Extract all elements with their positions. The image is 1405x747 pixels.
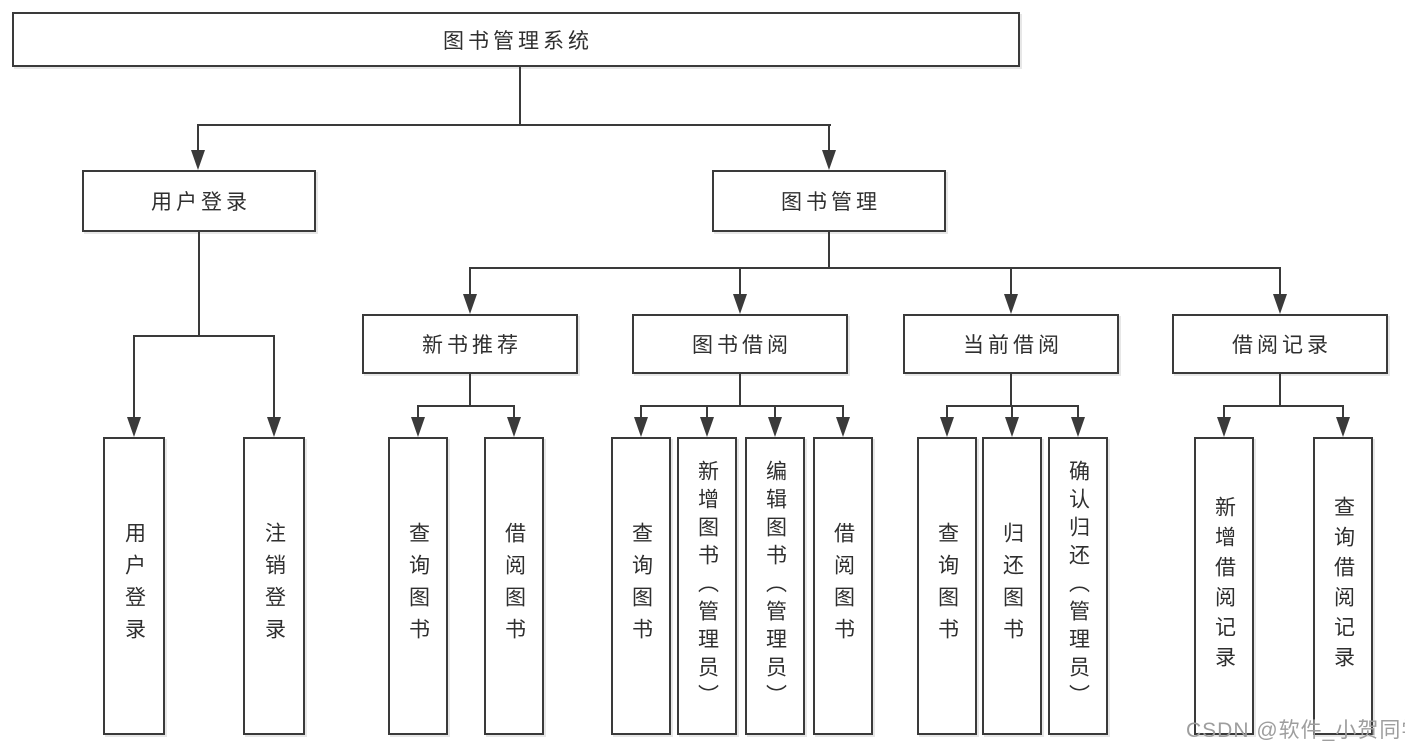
node-borrow-record: 借阅记录 <box>1172 314 1388 374</box>
node-leaf-confirm-return: 确认归还（管理员） <box>1048 437 1108 735</box>
arrow-to-leaf-query-book-2 <box>634 406 648 437</box>
arrow-to-borrow-record <box>1273 268 1287 314</box>
connector-user-login-stem <box>198 232 200 336</box>
node-leaf-query-book-1-label: 查询图书 <box>406 522 430 650</box>
node-leaf-query-book-1: 查询图书 <box>388 437 448 735</box>
node-leaf-edit-book-label: 编辑图书（管理员） <box>763 460 787 712</box>
node-leaf-query-book-2: 查询图书 <box>611 437 671 735</box>
node-leaf-user-login: 用户登录 <box>103 437 165 735</box>
node-leaf-edit-book: 编辑图书（管理员） <box>745 437 805 735</box>
arrow-to-current-borrow <box>1004 268 1018 314</box>
node-leaf-query-borrow-record-label: 查询借阅记录 <box>1331 496 1355 676</box>
arrow-to-book-borrow <box>733 268 747 314</box>
node-leaf-query-book-3-label: 查询图书 <box>935 522 959 650</box>
arrow-to-leaf-borrow-book-1 <box>507 406 521 437</box>
connector-root-bar <box>197 124 831 126</box>
node-book-management-label: 图书管理 <box>781 191 881 214</box>
arrow-to-leaf-logout <box>267 336 281 437</box>
watermark: CSDN @软件_小贺同学 <box>1186 719 1405 742</box>
connector-book-borrow-bar <box>640 405 844 407</box>
connector-new-book-recommend-stem <box>469 374 471 406</box>
connector-new-book-recommend-bar <box>417 405 515 407</box>
node-leaf-return-book: 归还图书 <box>982 437 1042 735</box>
node-new-book-recommend: 新书推荐 <box>362 314 578 374</box>
node-new-book-recommend-label: 新书推荐 <box>422 334 522 357</box>
node-leaf-add-borrow-record: 新增借阅记录 <box>1194 437 1254 735</box>
arrow-to-leaf-return-book <box>1005 406 1019 437</box>
node-leaf-confirm-return-label: 确认归还（管理员） <box>1066 460 1090 712</box>
node-leaf-add-borrow-record-label: 新增借阅记录 <box>1212 496 1236 676</box>
arrow-to-leaf-edit-book <box>768 406 782 437</box>
node-leaf-query-borrow-record: 查询借阅记录 <box>1313 437 1373 735</box>
node-root: 图书管理系统 <box>12 12 1020 67</box>
arrow-to-leaf-confirm-return <box>1071 406 1085 437</box>
node-leaf-logout: 注销登录 <box>243 437 305 735</box>
arrow-to-leaf-user-login <box>127 336 141 437</box>
node-leaf-query-book-2-label: 查询图书 <box>629 522 653 650</box>
node-book-borrow: 图书借阅 <box>632 314 848 374</box>
arrow-to-leaf-add-book <box>700 406 714 437</box>
node-leaf-return-book-label: 归还图书 <box>1000 522 1024 650</box>
node-book-borrow-label: 图书借阅 <box>692 334 792 357</box>
arrow-to-leaf-query-borrow-record <box>1336 406 1350 437</box>
arrow-to-book-management <box>822 125 836 170</box>
arrow-to-leaf-query-book-1 <box>411 406 425 437</box>
arrow-to-user-login <box>191 125 205 170</box>
connector-book-borrow-stem <box>739 374 741 406</box>
node-leaf-borrow-book-2-label: 借阅图书 <box>831 522 855 650</box>
node-book-management: 图书管理 <box>712 170 946 232</box>
node-leaf-user-login-label: 用户登录 <box>122 522 146 650</box>
node-leaf-add-book-label: 新增图书（管理员） <box>695 460 719 712</box>
connector-book-management-stem <box>828 232 830 268</box>
connector-current-borrow-stem <box>1010 374 1012 406</box>
node-leaf-borrow-book-1: 借阅图书 <box>484 437 544 735</box>
arrow-to-leaf-add-borrow-record <box>1217 406 1231 437</box>
node-current-borrow-label: 当前借阅 <box>963 334 1063 357</box>
node-user-login-label: 用户登录 <box>151 191 251 214</box>
arrow-to-new-book-recommend <box>463 268 477 314</box>
node-user-login: 用户登录 <box>82 170 316 232</box>
node-leaf-query-book-3: 查询图书 <box>917 437 977 735</box>
connector-borrow-record-bar <box>1223 405 1344 407</box>
connector-user-login-bar <box>133 335 275 337</box>
node-root-label: 图书管理系统 <box>443 29 593 53</box>
node-leaf-borrow-book-1-label: 借阅图书 <box>502 522 526 650</box>
node-current-borrow: 当前借阅 <box>903 314 1119 374</box>
node-leaf-add-book: 新增图书（管理员） <box>677 437 737 735</box>
node-leaf-logout-label: 注销登录 <box>262 522 286 650</box>
arrow-to-leaf-borrow-book-2 <box>836 406 850 437</box>
connector-root-stem <box>519 67 521 125</box>
node-borrow-record-label: 借阅记录 <box>1232 334 1332 357</box>
connector-borrow-record-stem <box>1279 374 1281 406</box>
connector-book-management-bar <box>469 267 1281 269</box>
arrow-to-leaf-query-book-3 <box>940 406 954 437</box>
node-leaf-borrow-book-2: 借阅图书 <box>813 437 873 735</box>
